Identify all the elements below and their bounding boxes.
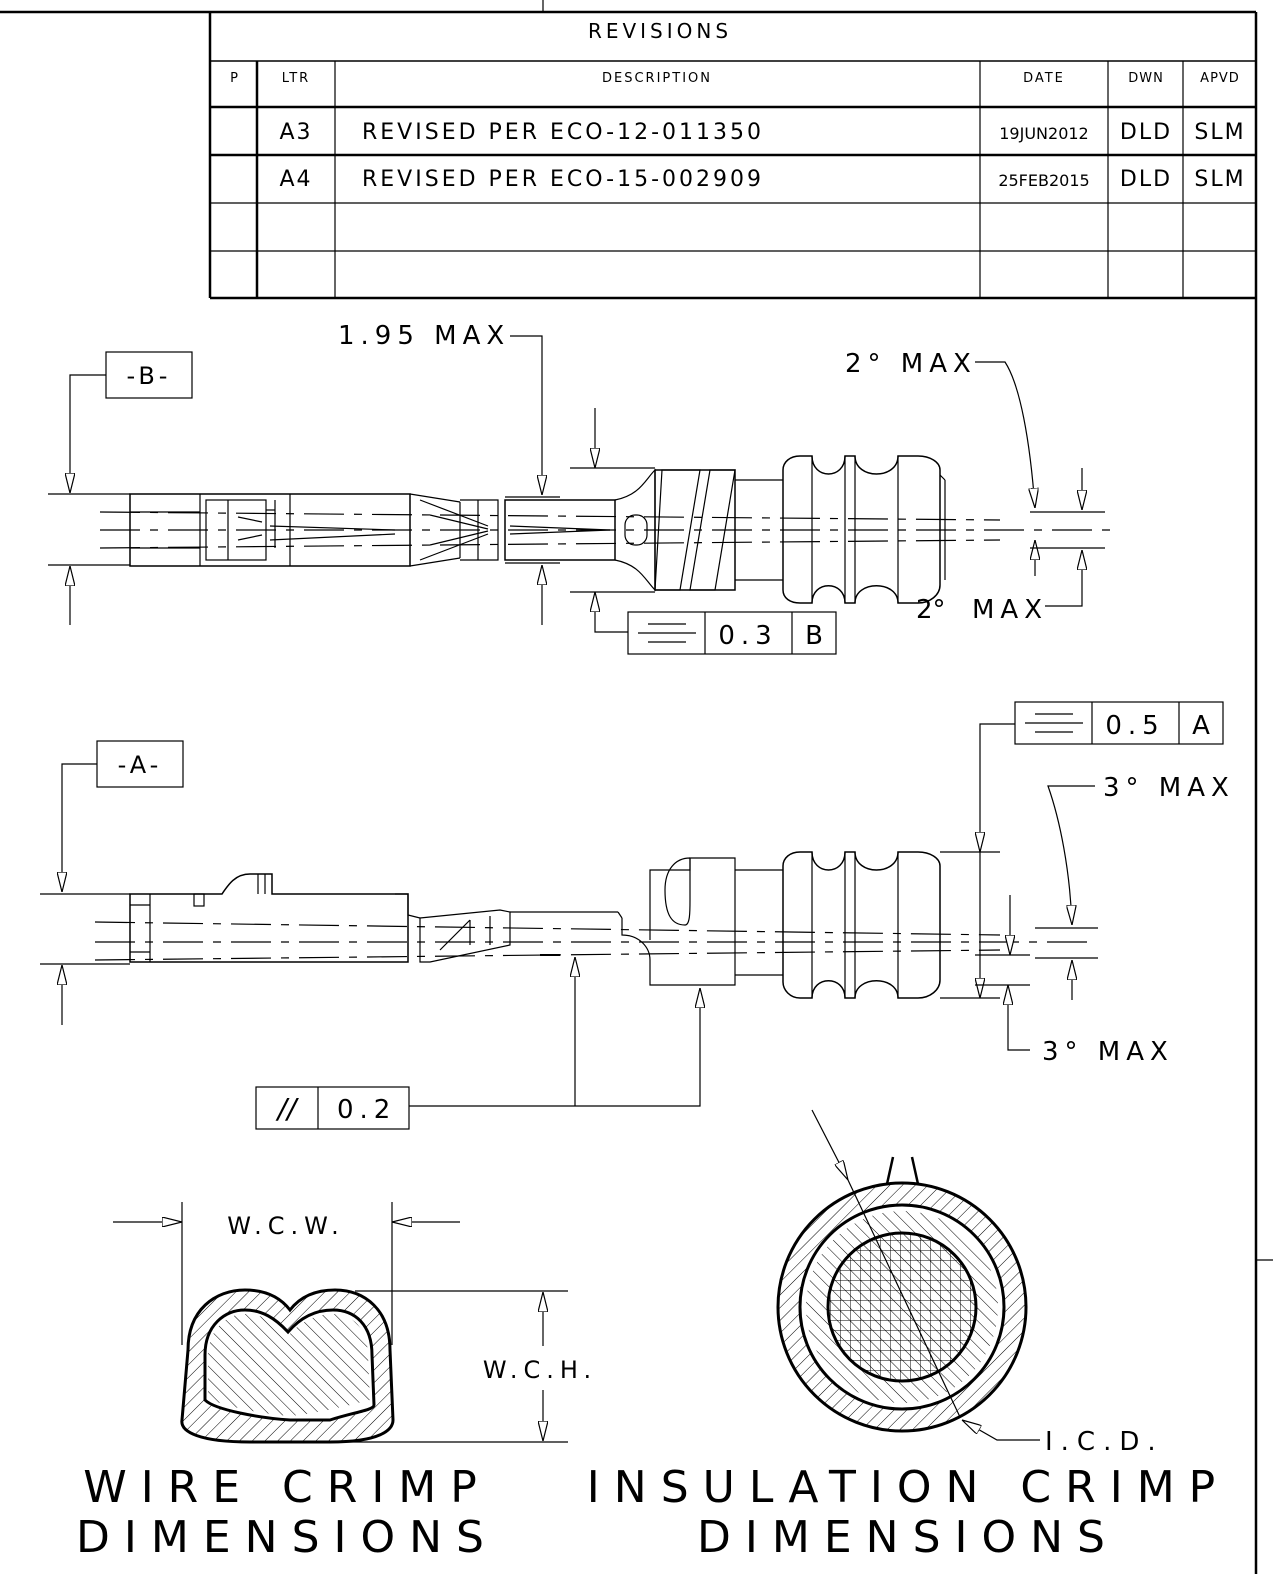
length-callout: 1.95 MAX	[338, 321, 510, 351]
fcf-b-value: 0.3	[718, 621, 777, 651]
angle-bottom-side: 3° MAX	[1042, 1037, 1174, 1067]
symmetry-icon	[638, 623, 696, 643]
row2-dwn: DLD	[1120, 167, 1172, 192]
top-view	[48, 335, 1110, 655]
wire-crimp-title-2: DIMENSIONS	[76, 1512, 498, 1563]
fcf-a-value: 0.5	[1105, 711, 1164, 741]
row2-apvd: SLM	[1194, 167, 1245, 192]
wire-crimp-section	[113, 1202, 568, 1444]
angle-bottom-deg: 2°	[916, 595, 946, 625]
fcf-a-box	[1014, 701, 1224, 745]
header-p: P	[230, 71, 238, 86]
fcf-a-datum: A	[1192, 711, 1210, 741]
parallel-fcf-box	[255, 1086, 410, 1130]
angle-bottom-text: MAX	[972, 595, 1048, 625]
row1-ltr: A3	[279, 120, 312, 145]
parallel-value: 0.2	[337, 1095, 396, 1125]
datum-b-label: -B-	[127, 362, 172, 390]
header-description: DESCRIPTION	[602, 71, 712, 86]
wcw-label: W.C.W.	[227, 1212, 345, 1240]
angle-top-side: 3° MAX	[1103, 773, 1235, 803]
insulation-crimp-title-2: DIMENSIONS	[697, 1512, 1119, 1563]
row2-description: REVISED PER ECO-15-002909	[362, 167, 764, 192]
header-apvd: APVD	[1200, 71, 1240, 86]
wch-label: W.C.H.	[483, 1356, 597, 1384]
side-view	[40, 701, 1224, 1130]
header-date: DATE	[1023, 71, 1065, 86]
row1-date: 19JUN2012	[999, 124, 1088, 143]
row2-date: 25FEB2015	[998, 171, 1089, 190]
row2-ltr: A4	[279, 167, 312, 192]
fcf-b-datum: B	[805, 621, 823, 651]
revisions-title: REVISIONS	[588, 19, 732, 43]
header-ltr: LTR	[282, 71, 310, 86]
header-dwn: DWN	[1128, 71, 1164, 86]
datum-a-label: -A-	[118, 751, 163, 779]
row1-description: REVISED PER ECO-12-011350	[362, 120, 764, 145]
parallel-symbol-icon: //	[275, 1092, 299, 1125]
insulation-crimp-section	[776, 1109, 1040, 1441]
wire-crimp-title-1: WIRE CRIMP	[83, 1462, 491, 1513]
icd-label: I.C.D.	[1045, 1427, 1164, 1457]
revisions-table: REVISIONS P LTR DESCRIPTION DATE DWN APV…	[208, 12, 1256, 300]
angle-top-callout: 2° MAX	[845, 349, 977, 379]
fcf-b-box	[627, 611, 837, 655]
symmetry-icon	[1025, 713, 1083, 733]
insulation-crimp-title-1: INSULATION CRIMP	[587, 1462, 1229, 1513]
row1-apvd: SLM	[1194, 120, 1245, 145]
row1-dwn: DLD	[1120, 120, 1172, 145]
